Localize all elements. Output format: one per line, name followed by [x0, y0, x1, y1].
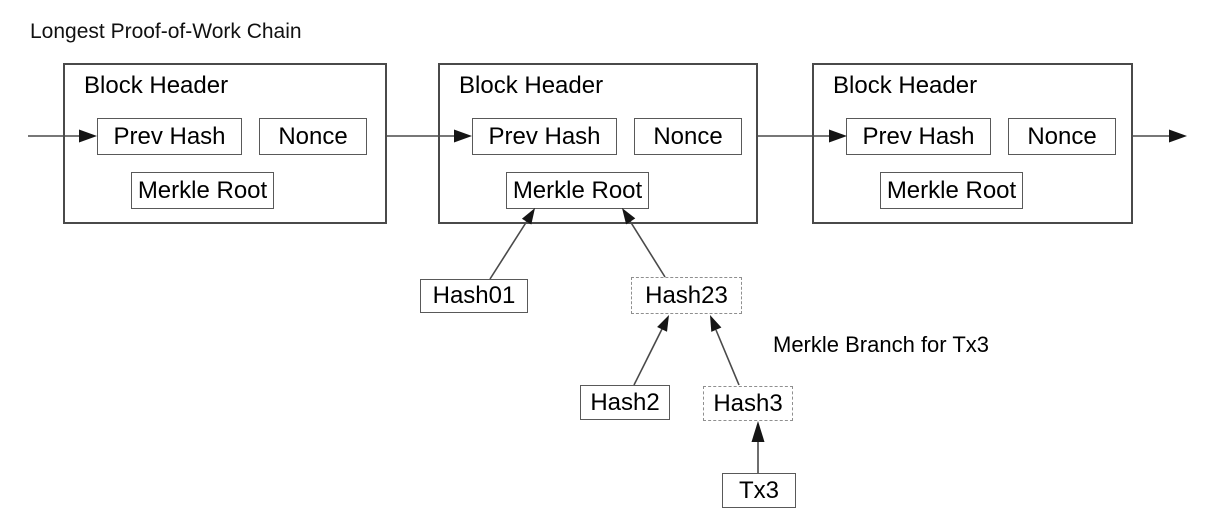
block-2-prev-hash-box: Prev Hash	[472, 118, 617, 155]
hash01-node: Hash01	[420, 279, 528, 313]
block-3-merkle-root-box: Merkle Root	[880, 172, 1023, 209]
block-1: Block Header Prev Hash Nonce Merkle Root	[63, 63, 387, 224]
arrow-tx3-to-hash3	[751, 421, 765, 473]
block-2-nonce-box: Nonce	[634, 118, 742, 155]
block-2: Block Header Prev Hash Nonce Merkle Root	[438, 63, 758, 224]
merkle-branch-label: Merkle Branch for Tx3	[773, 332, 990, 357]
tx3-node: Tx3	[722, 473, 796, 508]
block-1-prev-hash-box: Prev Hash	[97, 118, 242, 155]
block-1-header-label: Block Header	[84, 72, 229, 99]
block-1-nonce-box: Nonce	[259, 118, 367, 155]
block-3-prev-hash-box: Prev Hash	[846, 118, 991, 155]
hash2-node: Hash2	[580, 385, 670, 420]
block-3: Block Header Prev Hash Nonce Merkle Root	[812, 63, 1133, 224]
arrow-hash2-to-hash23	[633, 315, 669, 386]
block-3-header-label: Block Header	[833, 72, 978, 99]
hash23-node: Hash23	[631, 277, 742, 314]
chain-arrow-out	[1133, 129, 1187, 143]
block-2-header-label: Block Header	[459, 72, 604, 99]
block-2-merkle-root-box: Merkle Root	[506, 172, 649, 209]
diagram-title: Longest Proof-of-Work Chain	[30, 20, 302, 43]
hash3-node: Hash3	[703, 386, 793, 421]
block-1-merkle-root-box: Merkle Root	[131, 172, 274, 209]
block-3-nonce-box: Nonce	[1008, 118, 1116, 155]
arrow-hash3-to-hash23	[710, 315, 740, 386]
